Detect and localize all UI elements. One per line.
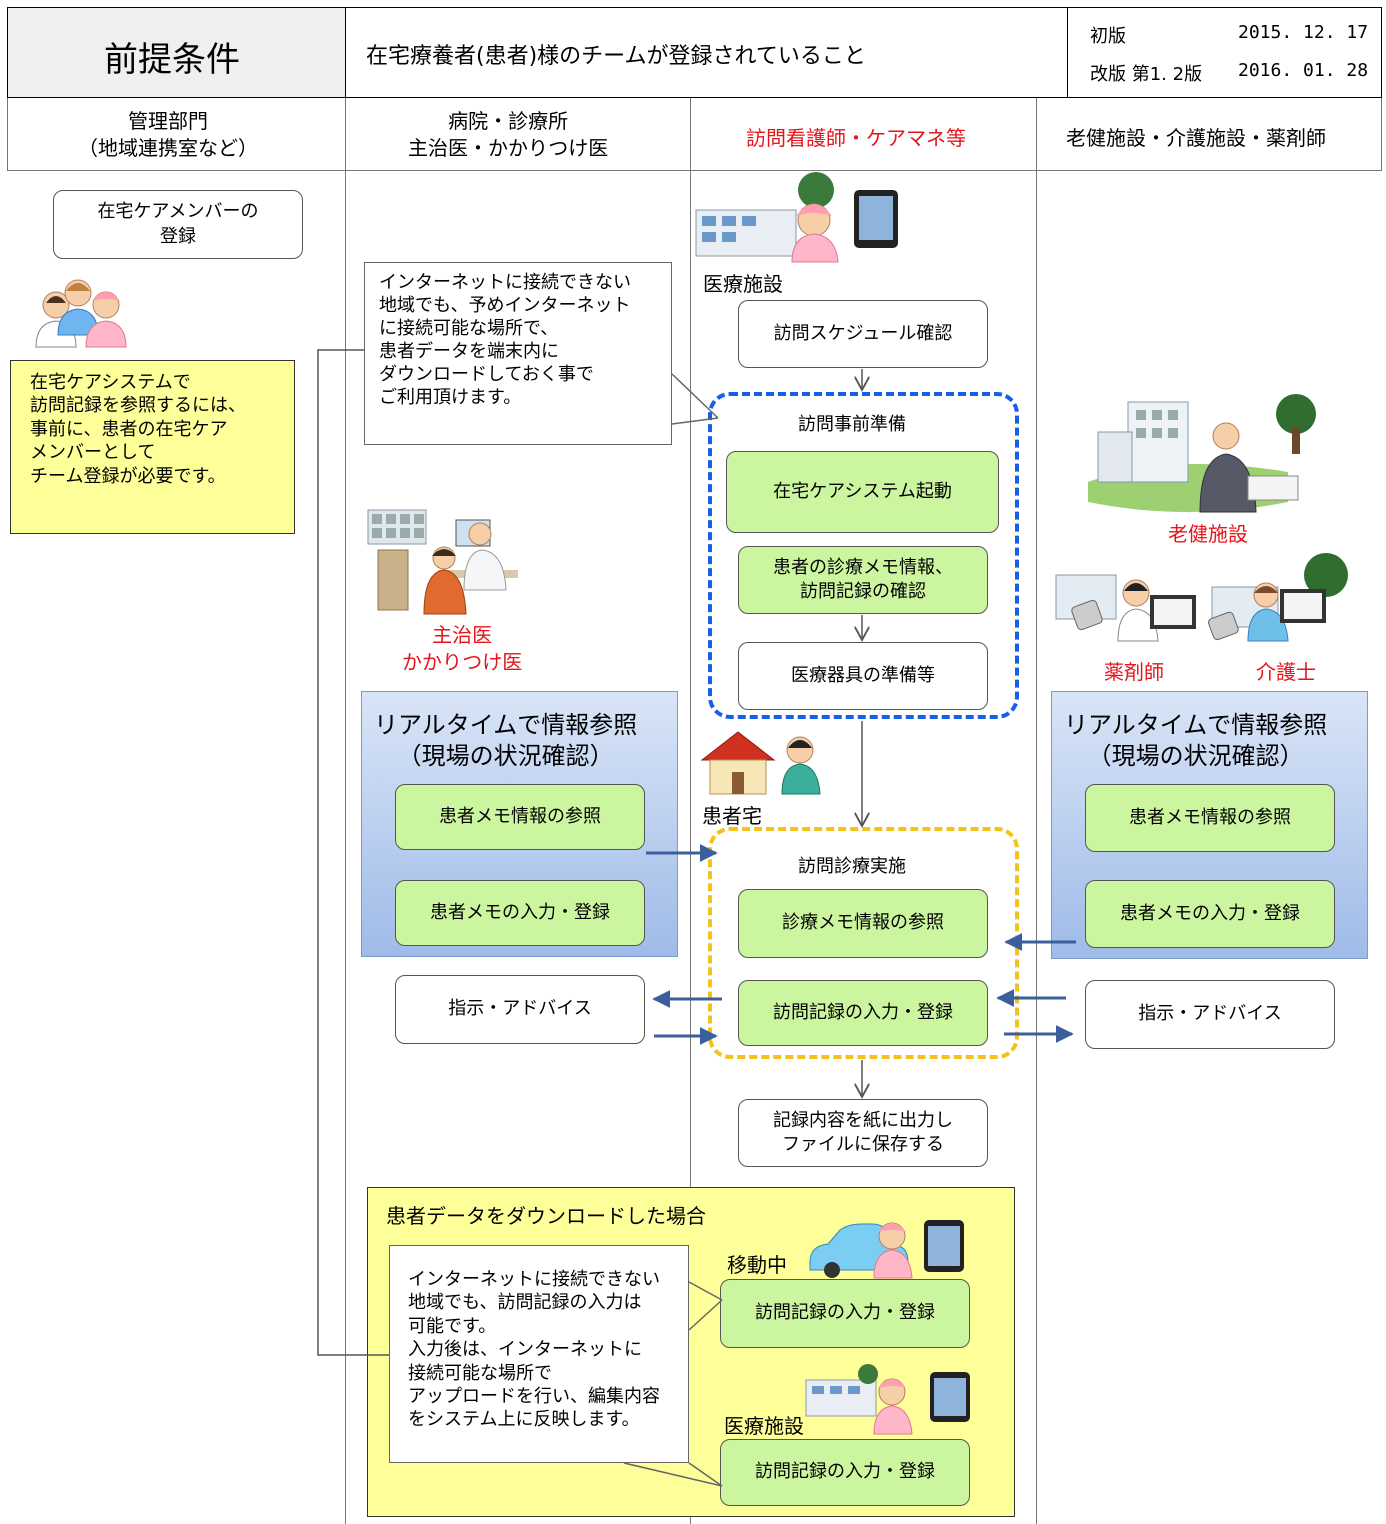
roken-caption: 老健施設 [1168,522,1248,546]
home-label: 患者宅 [702,804,762,828]
nurse-facility-label: 医療施設 [703,272,783,296]
schedule-check-box: 訪問スケジュール確認 [738,300,988,368]
column-nurse: 訪問看護師・ケアマネ等 [746,126,966,150]
caregiver-caption: 介護士 [1256,660,1316,684]
hospital-memo-input-box: 患者メモの入力・登録 [395,880,645,946]
header-condition: 在宅療養者(患者)様のチームが登録されていること [366,44,866,69]
system-start-box: 在宅ケアシステム起動 [726,451,999,533]
offline-callout: インターネットに接続できない 地域でも、訪問記録の入力は 可能です。 入力後は、… [389,1245,689,1463]
hospital-memo-ref-box: 患者メモ情報の参照 [395,784,645,850]
facility-record-box: 訪問記録の入力・登録 [720,1439,970,1506]
hospital-panel-title: リアルタイムで情報参照 （現場の状況確認） [374,711,638,771]
facility-memo-input-box: 患者メモの入力・登録 [1085,880,1335,948]
version-rev-date: 2016. 01. 28 [1238,60,1369,81]
moving-label: 移動中 [727,1253,787,1277]
visit-record-input-box: 訪問記録の入力・登録 [738,980,988,1046]
pharmacist-caption: 薬剤師 [1104,660,1164,684]
visit-memo-ref-box: 診療メモ情報の参照 [738,889,988,958]
version-rev-label: 改版 第1. 2版 [1090,64,1203,85]
separator-3 [1036,98,1037,1524]
header-title-cell [7,7,346,98]
offline-facility-label: 医療施設 [724,1414,804,1438]
equipment-prep-box: 医療器具の準備等 [738,642,988,710]
visit-title: 訪問診療実施 [798,856,906,877]
download-callout: インターネットに接続できない 地域でも、予めインターネット に接続可能な場所で、… [364,262,672,445]
facility-advice-box: 指示・アドバイス [1085,980,1335,1049]
doctor-caption: 主治医 かかりつけ医 [402,623,523,674]
separator-1 [345,98,346,1524]
register-members-box: 在宅ケアメンバーの 登録 [53,190,303,259]
prep-group [708,392,1019,719]
team-registration-note: 在宅ケアシステムで 訪問記録を参照するには、 事前に、患者の在宅ケア メンバーと… [10,360,295,534]
memo-check-box: 患者の診療メモ情報、 訪問記録の確認 [738,546,988,614]
column-admin: 管理部門 （地域連携室など） [78,109,258,160]
column-hospital: 病院・診療所 主治医・かかりつけ医 [408,109,609,160]
facility-memo-ref-box: 患者メモ情報の参照 [1085,784,1335,852]
version-first-label: 初版 [1090,26,1126,47]
facility-panel-title: リアルタイムで情報参照 （現場の状況確認） [1064,711,1328,771]
separator-2 [690,98,691,1524]
print-save-box: 記録内容を紙に出力し ファイルに保存する [738,1099,988,1167]
offline-title: 患者データをダウンロードした場合 [386,1204,706,1228]
prep-title: 訪問事前準備 [798,414,906,435]
header-title: 前提条件 [104,40,240,80]
column-header-row [7,98,1382,171]
header-version-cell [1067,7,1382,98]
column-facility: 老健施設・介護施設・薬剤師 [1066,126,1326,150]
moving-record-box: 訪問記録の入力・登録 [720,1279,970,1348]
hospital-advice-box: 指示・アドバイス [395,975,645,1044]
version-first-date: 2015. 12. 17 [1238,22,1369,43]
